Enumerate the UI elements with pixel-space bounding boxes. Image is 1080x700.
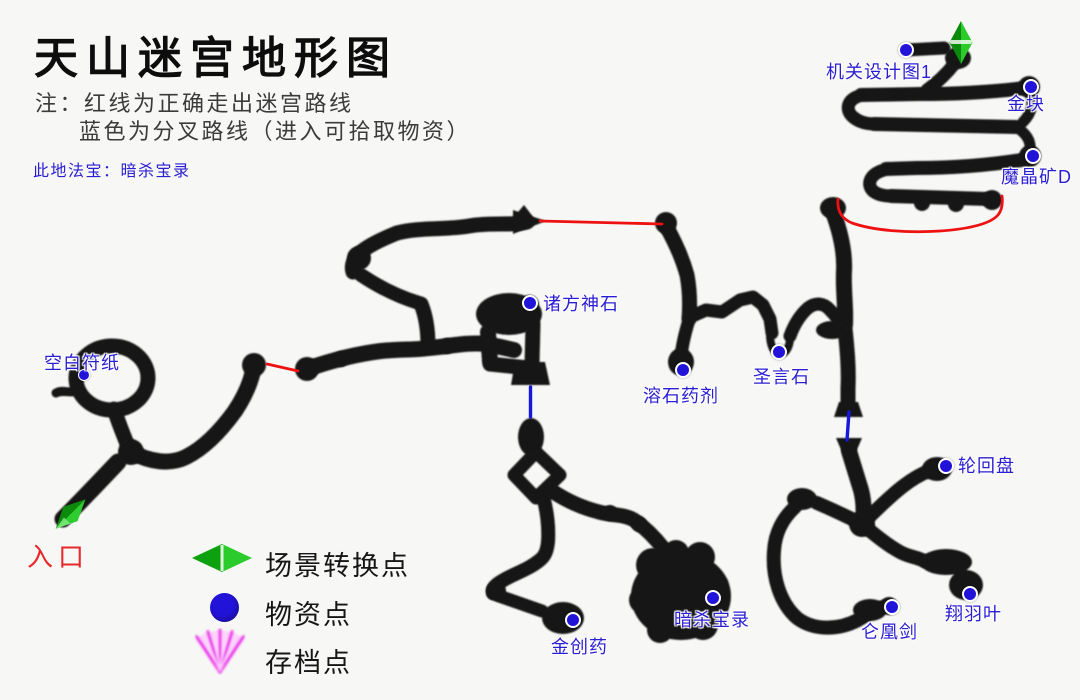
rongshi-yaoji-dot: [675, 362, 691, 378]
jin-kuai-dot: [1023, 79, 1039, 95]
shengyan-shi-dot: [771, 344, 787, 360]
jiguan-sheji-tu-1-dot: [898, 42, 914, 58]
red-route-segment-1: [265, 362, 300, 373]
jiguan-sheji-tu-1-label: 机关设计图1: [826, 62, 933, 82]
magenta-burst-icon: [195, 628, 245, 674]
red-route-segment-3: [836, 194, 1004, 234]
legend-scene-transition-label: 场景转换点: [265, 551, 410, 581]
xiangyu-ye-label: 翔羽叶: [945, 604, 1002, 624]
jinchuang-yao-label: 金创药: [551, 637, 608, 657]
transition-diamond-exit-icon: [949, 21, 973, 64]
mojing-kuang-d-dot: [1025, 148, 1041, 164]
rongshi-yaoji-label: 溶石药剂: [643, 386, 719, 406]
zhufang-shenshi-label: 诸方神石: [543, 294, 619, 314]
ansha-baolu-dot: [705, 590, 721, 606]
blue-dot-icon: [210, 593, 239, 622]
jin-kuai-label: 金块: [1007, 94, 1045, 114]
legend-save-point-label: 存档点: [265, 648, 352, 678]
kongbai-fuzhi-dot: [78, 369, 90, 381]
lunhui-pan-label: 轮回盘: [958, 456, 1015, 476]
shengyan-shi-label: 圣言石: [753, 367, 810, 387]
page-title: 天山迷宫地形图: [34, 34, 398, 83]
lunhui-pan-dot: [938, 458, 954, 474]
treasure-note: 此地法宝：暗杀宝录: [33, 163, 191, 180]
maze-corridors: [51, 41, 1038, 635]
route-lines: [265, 194, 1004, 442]
ansha-baolu-label: 暗杀宝录: [674, 610, 750, 630]
xiangyu-ye-dot: [962, 586, 978, 602]
jinchuang-yao-dot: [565, 612, 581, 628]
entrance-label: 入口: [27, 542, 90, 572]
mojing-kuang-d-label: 魔晶矿D: [1001, 167, 1072, 187]
note-line-blue: 蓝色为分叉路线（进入可拾取物资）: [79, 119, 472, 144]
note-line-red: 注：红线为正确走出迷宫路线: [35, 91, 354, 116]
lunhuang-jian-label: 仑凰剑: [861, 622, 918, 642]
kongbai-fuzhi-label: 空白符纸: [44, 353, 120, 373]
lunhuang-jian-dot: [884, 599, 900, 615]
legend-supply-point-label: 物资点: [265, 600, 352, 630]
blue-branch-segment-2: [845, 410, 851, 442]
green-diamond-icon: [192, 544, 252, 572]
transition-diamond-entrance-icon: [55, 499, 86, 529]
red-route-segment-2: [538, 219, 664, 226]
zhufang-shenshi-dot: [522, 295, 538, 311]
